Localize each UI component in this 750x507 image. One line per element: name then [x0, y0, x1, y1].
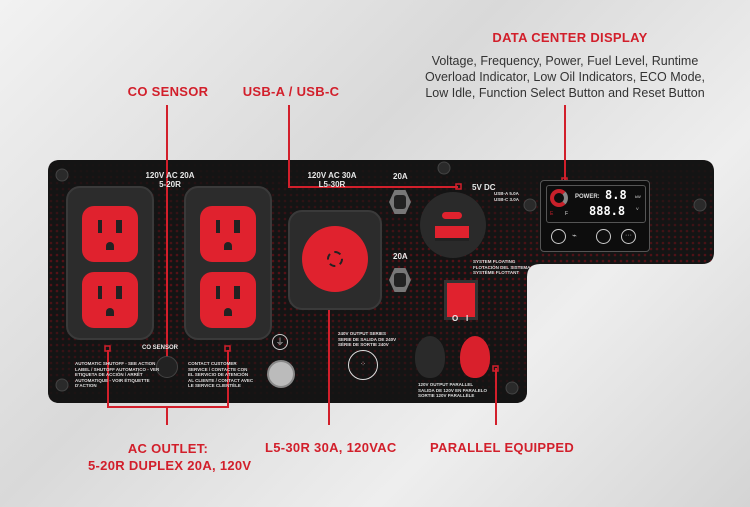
- data-center-display-callout: DATA CENTER DISPLAY: [492, 30, 648, 45]
- breaker-label: 20A: [393, 252, 408, 261]
- twist-lock-receptacle[interactable]: [302, 226, 368, 292]
- ground-icon: ⏚: [272, 334, 288, 350]
- display-screen: E F POWER: 8.8 kW 888.8 V: [546, 185, 646, 223]
- receptacle[interactable]: [82, 206, 138, 262]
- function-select-button[interactable]: ···: [621, 229, 636, 244]
- receptacle[interactable]: [200, 272, 256, 328]
- circuit-breaker-2[interactable]: [389, 268, 411, 292]
- duplex-outlet-1: [66, 186, 154, 340]
- co-sensor: [156, 356, 178, 378]
- co-sensor-label: CO SENSOR: [142, 345, 179, 351]
- circuit-breaker-1[interactable]: [389, 190, 411, 214]
- power-unit: kW: [635, 194, 641, 199]
- duplex-outlet-2: [184, 186, 272, 340]
- series-connector[interactable]: ⁘: [348, 350, 378, 380]
- power-switch[interactable]: [444, 280, 478, 320]
- l5-30r-outlet: [288, 210, 382, 310]
- parallel-terminal-black[interactable]: [415, 336, 445, 378]
- power-label: POWER:: [575, 194, 600, 200]
- usb-c-port[interactable]: [442, 212, 462, 219]
- l5-30r-callout: L5-30R 30A, 120VAC: [265, 440, 397, 455]
- screw-icon: [55, 161, 707, 395]
- fuel-full-label: F: [565, 211, 569, 217]
- usb-a-port[interactable]: [435, 226, 469, 241]
- ground-terminal[interactable]: [267, 360, 295, 388]
- eco-mode-icon: [551, 229, 566, 244]
- data-center-display: E F POWER: 8.8 kW 888.8 V ⌁ ···: [540, 180, 650, 252]
- fuel-empty-label: E: [550, 211, 554, 217]
- parallel-callout: PARALLEL EQUIPPED: [430, 440, 575, 455]
- co-sensor-callout: CO SENSOR: [127, 84, 209, 99]
- usb-callout: USB-A / USB-C: [242, 84, 340, 99]
- parallel-terminal-red[interactable]: [460, 336, 490, 378]
- data-center-description: Voltage, Frequency, Power, Fuel Level, R…: [425, 54, 705, 100]
- callout-lines: [107, 105, 566, 425]
- breaker-label: 20A: [393, 172, 408, 181]
- usb-port-cover[interactable]: [420, 192, 486, 258]
- voltage-unit: V: [636, 206, 639, 211]
- ac-outlet-callout: AC OUTLET:5-20R DUPLEX 20A, 120V: [88, 441, 252, 473]
- receptacle[interactable]: [200, 206, 256, 262]
- low-oil-icon: ⌁: [572, 231, 577, 240]
- power-value: 8.8: [605, 188, 627, 202]
- reset-button[interactable]: [596, 229, 611, 244]
- receptacle[interactable]: [82, 272, 138, 328]
- switch-on-label: I: [466, 314, 469, 323]
- switch-off-label: O: [452, 314, 459, 323]
- fuel-gauge-icon: [550, 189, 568, 207]
- usb-label: 5V DC: [472, 183, 496, 192]
- voltage-value: 888.8: [589, 204, 626, 218]
